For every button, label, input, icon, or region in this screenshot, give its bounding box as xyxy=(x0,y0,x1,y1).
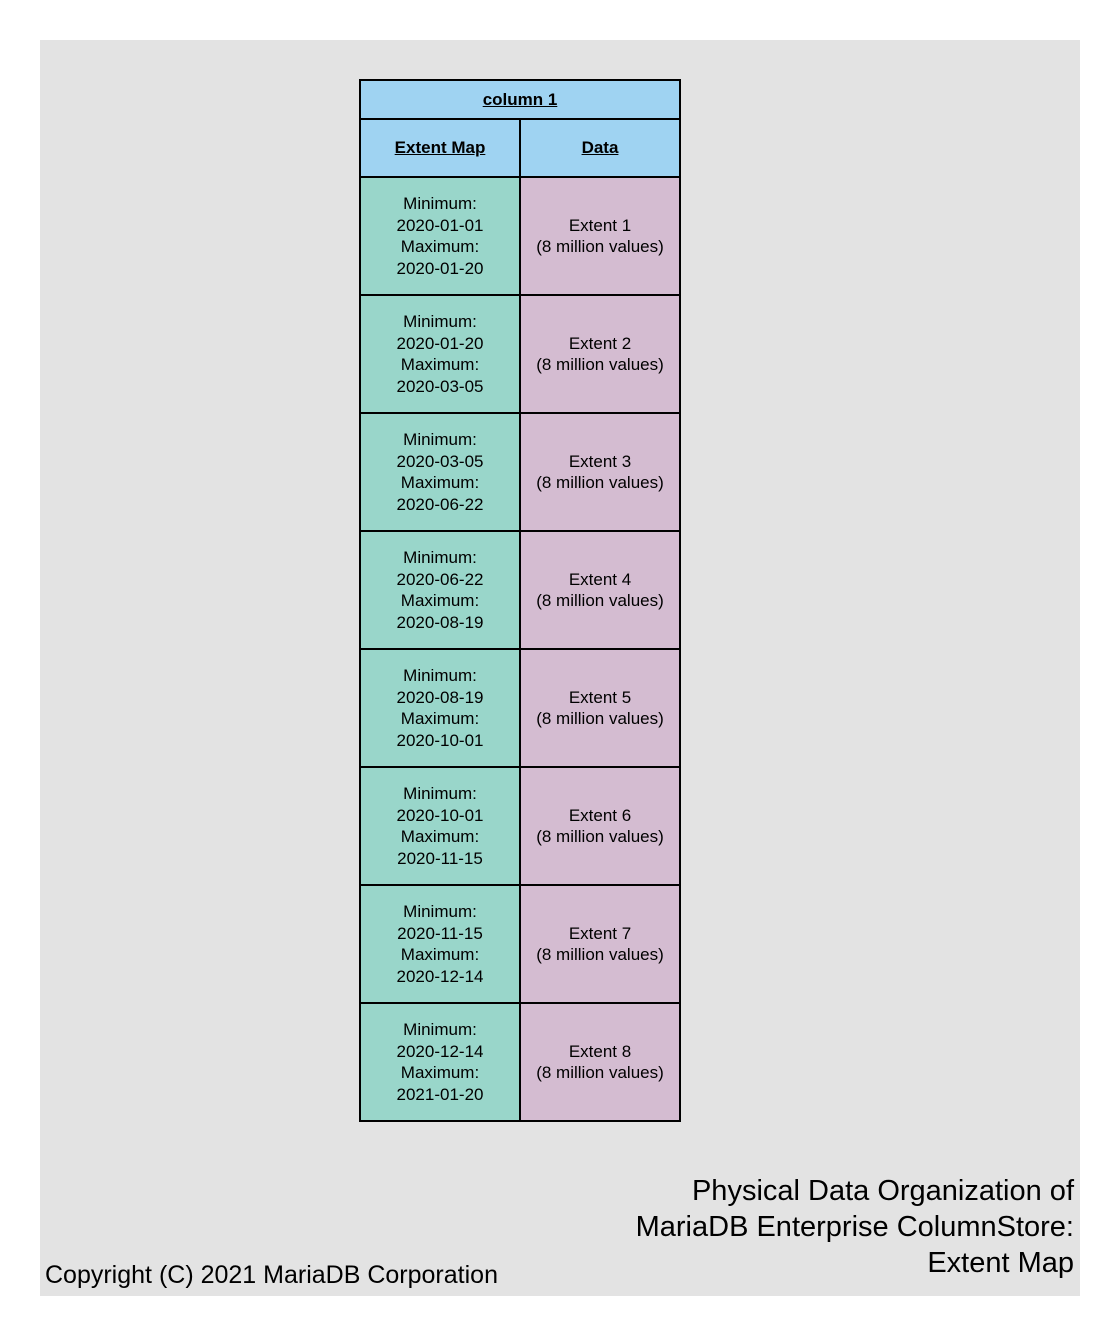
max-label: Maximum: xyxy=(400,945,480,964)
extent-values: (8 million values) xyxy=(536,709,664,728)
min-value: 2020-12-14 xyxy=(396,1041,484,1061)
data-cell: Extent 3 (8 million values) xyxy=(519,412,681,532)
extent-values: (8 million values) xyxy=(536,237,664,256)
max-value: 2020-08-19 xyxy=(396,612,484,632)
max-value: 2020-01-20 xyxy=(396,258,484,278)
min-value: 2020-10-01 xyxy=(396,805,484,825)
min-label: Minimum: xyxy=(403,1020,477,1039)
extent-map-table: column 1 Extent Map Data Minimum: 2020-01… xyxy=(359,79,681,1122)
min-value: 2020-01-20 xyxy=(396,333,484,353)
caption-line-3: Extent Map xyxy=(927,1247,1074,1279)
min-value: 2020-11-15 xyxy=(397,923,483,943)
extent-label: Extent 2 xyxy=(568,333,632,353)
caption-line-1: Physical Data Organization of xyxy=(691,1175,1074,1207)
header-extent-map: Extent Map xyxy=(359,118,521,178)
min-value: 2020-03-05 xyxy=(396,451,484,471)
extent-values: (8 million values) xyxy=(536,1063,664,1082)
extent-label: Extent 8 xyxy=(568,1041,632,1061)
data-cell: Extent 2 (8 million values) xyxy=(519,294,681,414)
min-label: Minimum: xyxy=(403,194,477,213)
max-label: Maximum: xyxy=(400,237,480,256)
extent-values: (8 million values) xyxy=(536,355,664,374)
extent-label: Extent 3 xyxy=(568,451,632,471)
extent-values: (8 million values) xyxy=(536,591,664,610)
max-label: Maximum: xyxy=(400,1063,480,1082)
min-value: 2020-06-22 xyxy=(396,569,484,589)
max-value: 2020-12-14 xyxy=(396,966,484,986)
diagram-canvas: column 1 Extent Map Data Minimum: 2020-01… xyxy=(40,40,1080,1296)
data-cell: Extent 6 (8 million values) xyxy=(519,766,681,886)
diagram-caption: Physical Data Organization of MariaDB En… xyxy=(636,1173,1074,1281)
max-label: Maximum: xyxy=(400,591,480,610)
min-label: Minimum: xyxy=(403,430,477,449)
caption-line-2: MariaDB Enterprise ColumnStore: xyxy=(635,1211,1074,1243)
table-title: column 1 xyxy=(359,79,681,120)
min-label: Minimum: xyxy=(403,548,477,567)
max-label: Maximum: xyxy=(400,709,480,728)
extent-label: Extent 6 xyxy=(568,805,632,825)
max-value: 2020-10-01 xyxy=(396,730,484,750)
extent-values: (8 million values) xyxy=(536,473,664,492)
min-value: 2020-01-01 xyxy=(396,215,484,235)
extent-label: Extent 7 xyxy=(568,923,632,943)
max-label: Maximum: xyxy=(400,355,480,374)
extent-values: (8 million values) xyxy=(536,945,664,964)
table-header-row: Extent Map Data xyxy=(359,118,681,178)
table-title-row: column 1 xyxy=(359,79,681,120)
min-label: Minimum: xyxy=(403,312,477,331)
data-cell: Extent 4 (8 million values) xyxy=(519,530,681,650)
extent-label: Extent 1 xyxy=(568,215,632,235)
max-value: 2020-03-05 xyxy=(396,376,484,396)
min-label: Minimum: xyxy=(403,784,477,803)
data-cell: Extent 1 (8 million values) xyxy=(519,176,681,296)
extent-label: Extent 5 xyxy=(568,687,632,707)
min-value: 2020-08-19 xyxy=(396,687,484,707)
max-label: Maximum: xyxy=(400,827,480,846)
min-label: Minimum: xyxy=(403,902,477,921)
min-label: Minimum: xyxy=(403,666,477,685)
data-cell: Extent 5 (8 million values) xyxy=(519,648,681,768)
max-label: Maximum: xyxy=(400,473,480,492)
extent-label: Extent 4 xyxy=(568,569,632,589)
max-value: 2020-06-22 xyxy=(396,494,484,514)
max-value: 2021-01-20 xyxy=(396,1084,484,1104)
extent-values: (8 million values) xyxy=(536,827,664,846)
max-value: 2020-11-15 xyxy=(397,848,483,868)
copyright-notice: Copyright (C) 2021 MariaDB Corporation xyxy=(45,1261,498,1289)
data-cell: Extent 7 (8 million values) xyxy=(519,884,681,1004)
header-data: Data xyxy=(519,118,681,178)
data-cell: Extent 8 (8 million values) xyxy=(519,1002,681,1122)
